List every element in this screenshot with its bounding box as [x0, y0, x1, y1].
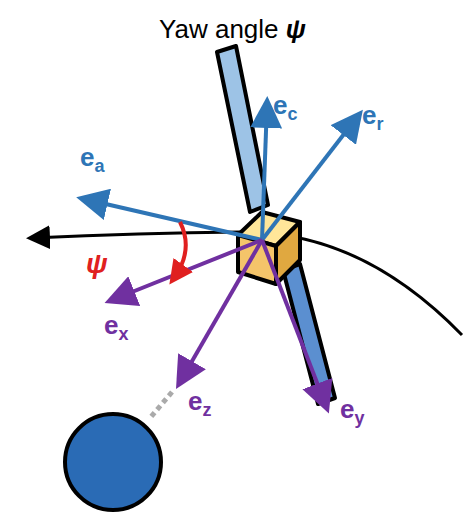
yaw-arc — [174, 222, 186, 278]
solar-panel — [283, 264, 335, 404]
unit-vector — [180, 240, 262, 382]
orbit-path — [32, 232, 462, 335]
vector-label: ea — [80, 144, 104, 175]
nadir-line — [150, 392, 172, 418]
vector-label: ey — [340, 396, 364, 427]
solar-panel — [217, 46, 268, 212]
vector-label: ez — [188, 388, 211, 419]
figure-title: Yaw angle ψ — [0, 14, 465, 45]
unit-vector — [262, 116, 358, 240]
satellite-body — [276, 222, 300, 284]
angle-label: ψ — [86, 250, 108, 278]
vector-label: er — [362, 102, 383, 133]
earth — [65, 414, 161, 510]
unit-vector — [262, 104, 267, 240]
vector-label: ex — [104, 312, 128, 343]
vector-label: ec — [273, 92, 297, 123]
unit-vector — [84, 199, 262, 240]
unit-vector — [262, 240, 326, 406]
